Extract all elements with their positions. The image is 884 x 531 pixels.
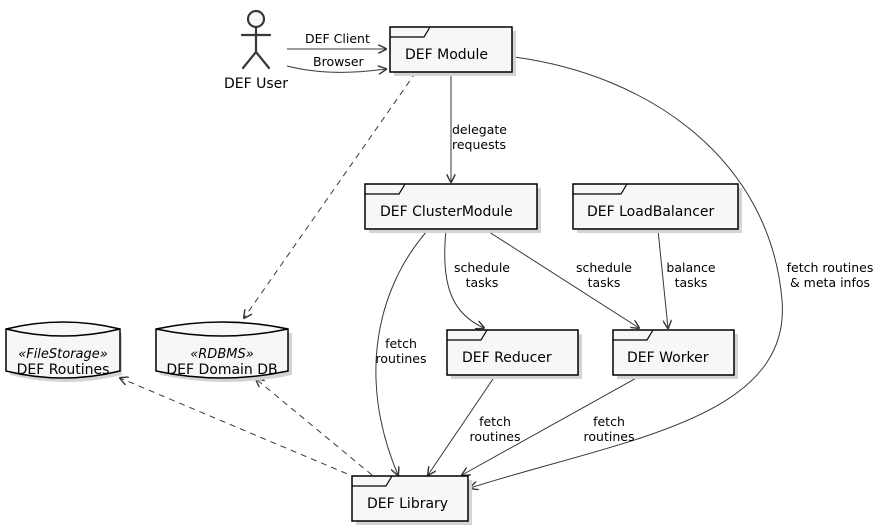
component-def-module[interactable]: DEF Module xyxy=(389,26,516,76)
label-cm-fetch: fetch xyxy=(385,336,417,351)
label-fetch-meta: fetch routines xyxy=(787,260,874,275)
database-icon xyxy=(5,321,122,382)
label-worker-fetch: fetch xyxy=(593,414,625,429)
component-label: DEF Reducer xyxy=(462,350,552,366)
component-label: DEF Module xyxy=(405,47,488,63)
database-stereotype: «FileStorage» xyxy=(18,347,108,362)
component-def-worker[interactable]: DEF Worker xyxy=(612,329,738,379)
edge-reducer-to-library xyxy=(428,375,496,475)
edge-cluster-to-worker xyxy=(485,229,639,328)
label-fetch-meta-2: & meta infos xyxy=(790,275,870,290)
component-def-loadbalancer[interactable]: DEF LoadBalancer xyxy=(572,183,742,233)
label-schedule-b-tasks: tasks xyxy=(588,275,621,290)
edge-library-to-routines xyxy=(120,378,358,479)
label-delegate: delegate xyxy=(452,122,507,137)
label-requests: requests xyxy=(452,137,506,152)
database-icon xyxy=(155,321,292,382)
component-label: DEF Worker xyxy=(627,350,709,366)
label-balance: balance xyxy=(666,260,716,275)
edges-layer xyxy=(120,49,783,488)
edge-labels-layer: DEF Client Browser delegate requests sch… xyxy=(305,31,873,444)
edge-balancer-to-worker xyxy=(657,229,668,328)
edge-browser xyxy=(286,66,386,72)
stick-figure-icon xyxy=(240,9,272,70)
label-browser: Browser xyxy=(313,54,365,69)
actor-label: DEF User xyxy=(224,76,288,92)
component-label: DEF LoadBalancer xyxy=(587,204,715,220)
edge-module-to-library xyxy=(470,56,783,488)
edge-cluster-to-library xyxy=(375,229,429,475)
label-reducer-routines: routines xyxy=(470,429,521,444)
label-worker-routines: routines xyxy=(584,429,635,444)
label-def-client: DEF Client xyxy=(305,31,370,46)
label-schedule-a-tasks: tasks xyxy=(466,275,499,290)
label-balance-tasks: tasks xyxy=(675,275,708,290)
actor-def-user[interactable]: DEF User xyxy=(224,9,288,92)
label-cm-routines: routines xyxy=(376,351,427,366)
database-label: DEF Routines xyxy=(17,362,110,378)
database-def-routines[interactable]: «FileStorage» DEF Routines xyxy=(5,321,122,382)
label-schedule-b: schedule xyxy=(576,260,632,275)
database-stereotype: «RDBMS» xyxy=(190,347,253,362)
component-def-library[interactable]: DEF Library xyxy=(351,475,472,525)
database-label: DEF Domain DB xyxy=(166,362,277,378)
database-def-domain-db[interactable]: «RDBMS» DEF Domain DB xyxy=(155,321,292,382)
component-def-reducer[interactable]: DEF Reducer xyxy=(446,329,582,379)
component-label: DEF ClusterModule xyxy=(380,204,513,220)
component-def-clustermodule[interactable]: DEF ClusterModule xyxy=(364,183,541,233)
edge-cluster-to-reducer xyxy=(444,229,484,328)
edge-worker-to-library xyxy=(462,375,641,475)
label-reducer-fetch: fetch xyxy=(479,414,511,429)
edge-library-to-domaindb xyxy=(256,379,373,476)
label-schedule-a: schedule xyxy=(454,260,510,275)
component-label: DEF Library xyxy=(367,496,448,512)
